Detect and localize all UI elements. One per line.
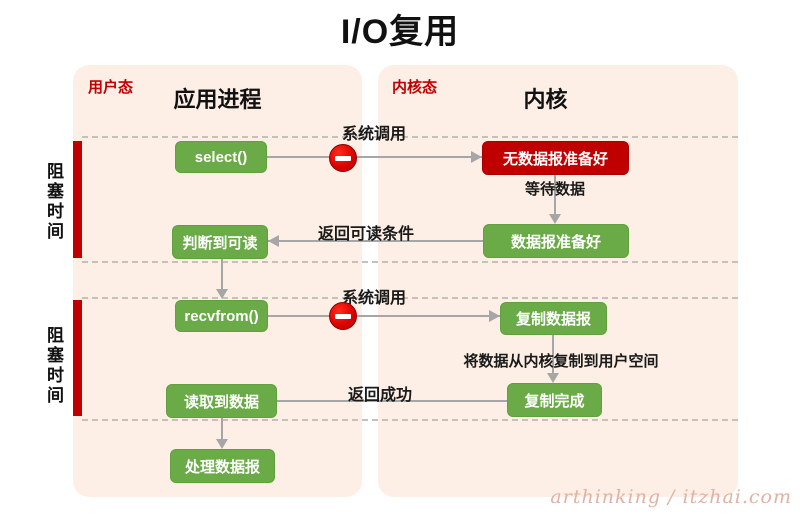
edge-read-to-process	[221, 418, 223, 441]
arrowhead-down-2	[216, 289, 228, 299]
edge-done-to-read	[277, 400, 507, 402]
user-mode-tag: 用户态	[88, 79, 134, 96]
no-entry-bar	[335, 155, 351, 161]
blocking-time-bar-2	[73, 300, 82, 416]
recvfrom-box: recvfrom()	[175, 300, 268, 332]
no-entry-bar	[335, 313, 351, 319]
edge-select-to-nodata	[267, 156, 482, 158]
read-data-box: 读取到数据	[166, 384, 277, 418]
user-panel-header: 应用进程	[173, 87, 262, 112]
arrowhead-right-1	[471, 151, 482, 163]
dashed-separator-1	[82, 136, 738, 138]
edge-copy-to-done	[552, 335, 554, 375]
arrowhead-down-3	[547, 373, 559, 383]
label-return-success: 返回成功	[347, 387, 412, 404]
kernel-panel-header: 内核	[523, 87, 568, 112]
edge-nodata-to-ready	[554, 175, 556, 216]
label-system-call-1: 系统调用	[341, 126, 406, 143]
arrowhead-left-1	[268, 235, 279, 247]
edge-judge-to-recvfrom	[221, 259, 223, 291]
dashed-separator-2	[82, 261, 738, 263]
label-return-readable-condition: 返回可读条件	[317, 226, 414, 243]
watermark: arthinking / itzhai.com	[550, 486, 792, 508]
label-copy-kernel-to-user: 将数据从内核复制到用户空间	[463, 353, 659, 370]
select-box: select()	[175, 141, 267, 173]
dashed-separator-3	[82, 297, 738, 299]
copy-datagram-box: 复制数据报	[500, 302, 607, 335]
arrowhead-right-2	[489, 310, 500, 322]
blocking-time-bar-1	[73, 141, 82, 258]
no-datagram-ready-box: 无数据报准备好	[482, 141, 629, 175]
no-entry-icon	[329, 144, 357, 172]
kernel-mode-tag: 内核态	[392, 79, 438, 96]
process-datagram-box: 处理数据报	[170, 449, 275, 483]
arrowhead-down-1	[549, 214, 561, 224]
no-entry-icon	[329, 302, 357, 330]
label-system-call-2: 系统调用	[341, 290, 406, 307]
page-title: I/O复用	[340, 13, 460, 51]
edge-recvfrom-to-copy	[268, 315, 500, 317]
blocking-time-label-2: 阻塞时间	[44, 326, 63, 406]
label-wait-data: 等待数据	[524, 181, 585, 198]
blocking-time-label-1: 阻塞时间	[44, 162, 63, 242]
judge-readable-box: 判断到可读	[172, 225, 268, 259]
copy-done-box: 复制完成	[507, 383, 602, 417]
edge-ready-to-judge	[268, 240, 483, 242]
datagram-ready-box: 数据报准备好	[483, 224, 629, 258]
arrowhead-down-4	[216, 439, 228, 449]
dashed-separator-4	[82, 419, 738, 421]
